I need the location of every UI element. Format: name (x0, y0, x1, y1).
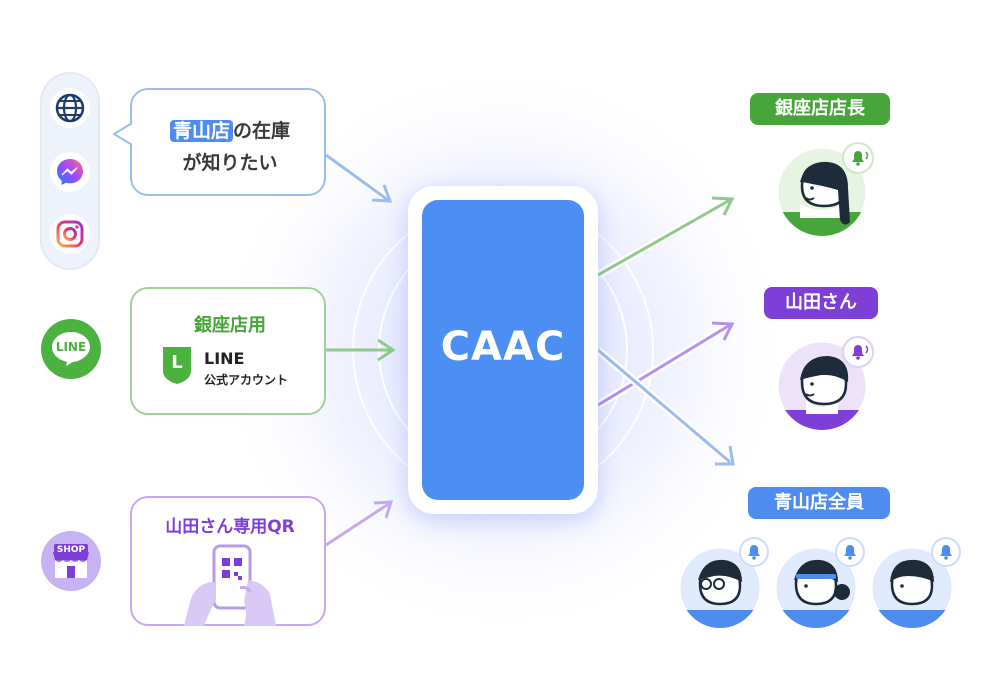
instagram-icon (50, 214, 90, 254)
aoyama-staff-avatar-2 (773, 537, 865, 631)
bell-icon (852, 151, 864, 162)
line-logo-sub: 公式アカウント (204, 373, 289, 387)
yamada-tag: 山田さん (764, 287, 878, 319)
store-highlight: 青山店 (169, 120, 233, 142)
bell-icon (852, 345, 864, 356)
inventory-question-line1: 青山店の在庫 (132, 116, 328, 143)
aoyama-staff-avatar-3 (869, 537, 961, 631)
bell-icon (748, 545, 760, 556)
qr-bubble: 山田さん専用QR (130, 496, 326, 626)
arrow-line-to-hub (326, 338, 396, 362)
yamada-avatar (776, 336, 874, 433)
caac-phone-screen: CAAC (422, 200, 584, 500)
hand-phone-qr-icon (184, 544, 276, 626)
aoyama-staff-avatar-1 (677, 537, 769, 631)
arrow-qr-to-hub (325, 500, 394, 547)
caac-label: CAAC (440, 324, 566, 370)
inventory-question-rest: の在庫 (233, 120, 291, 142)
qr-title: 山田さん専用QR (165, 517, 295, 537)
caac-phone: CAAC (408, 186, 598, 514)
aoyama-all-tag: 青山店全員 (748, 487, 890, 519)
line-channel-label: LINE (55, 340, 87, 354)
line-account-bubble: 銀座店用 L LINE 公式アカウント (130, 287, 326, 415)
ginza-manager-tag: 銀座店店長 (750, 93, 890, 125)
globe-icon (50, 88, 90, 128)
inventory-question-line2: が知りたい (182, 152, 278, 174)
ginza-manager-avatar (776, 142, 874, 239)
inventory-question-bubble: 青山店の在庫 が知りたい (112, 88, 328, 196)
arrow-inventory-to-hub (323, 152, 393, 203)
line-official-logo: L (160, 345, 194, 385)
shop-channel-icon: SHOP (40, 530, 102, 592)
line-account-title: 銀座店用 (194, 315, 266, 336)
arrow-hub-to-yamada (595, 321, 735, 409)
line-channel-icon: LINE (40, 318, 102, 380)
line-logo-word: LINE (204, 349, 245, 368)
shop-channel-label: SHOP (56, 545, 86, 555)
arrow-hub-to-aoyama (595, 346, 735, 466)
bell-icon (844, 545, 856, 556)
line-logo-letter: L (171, 352, 183, 373)
messenger-icon (50, 152, 90, 192)
arrow-hub-to-ginza (596, 196, 735, 279)
bubble-tail (112, 120, 136, 148)
bell-icon (940, 545, 952, 556)
